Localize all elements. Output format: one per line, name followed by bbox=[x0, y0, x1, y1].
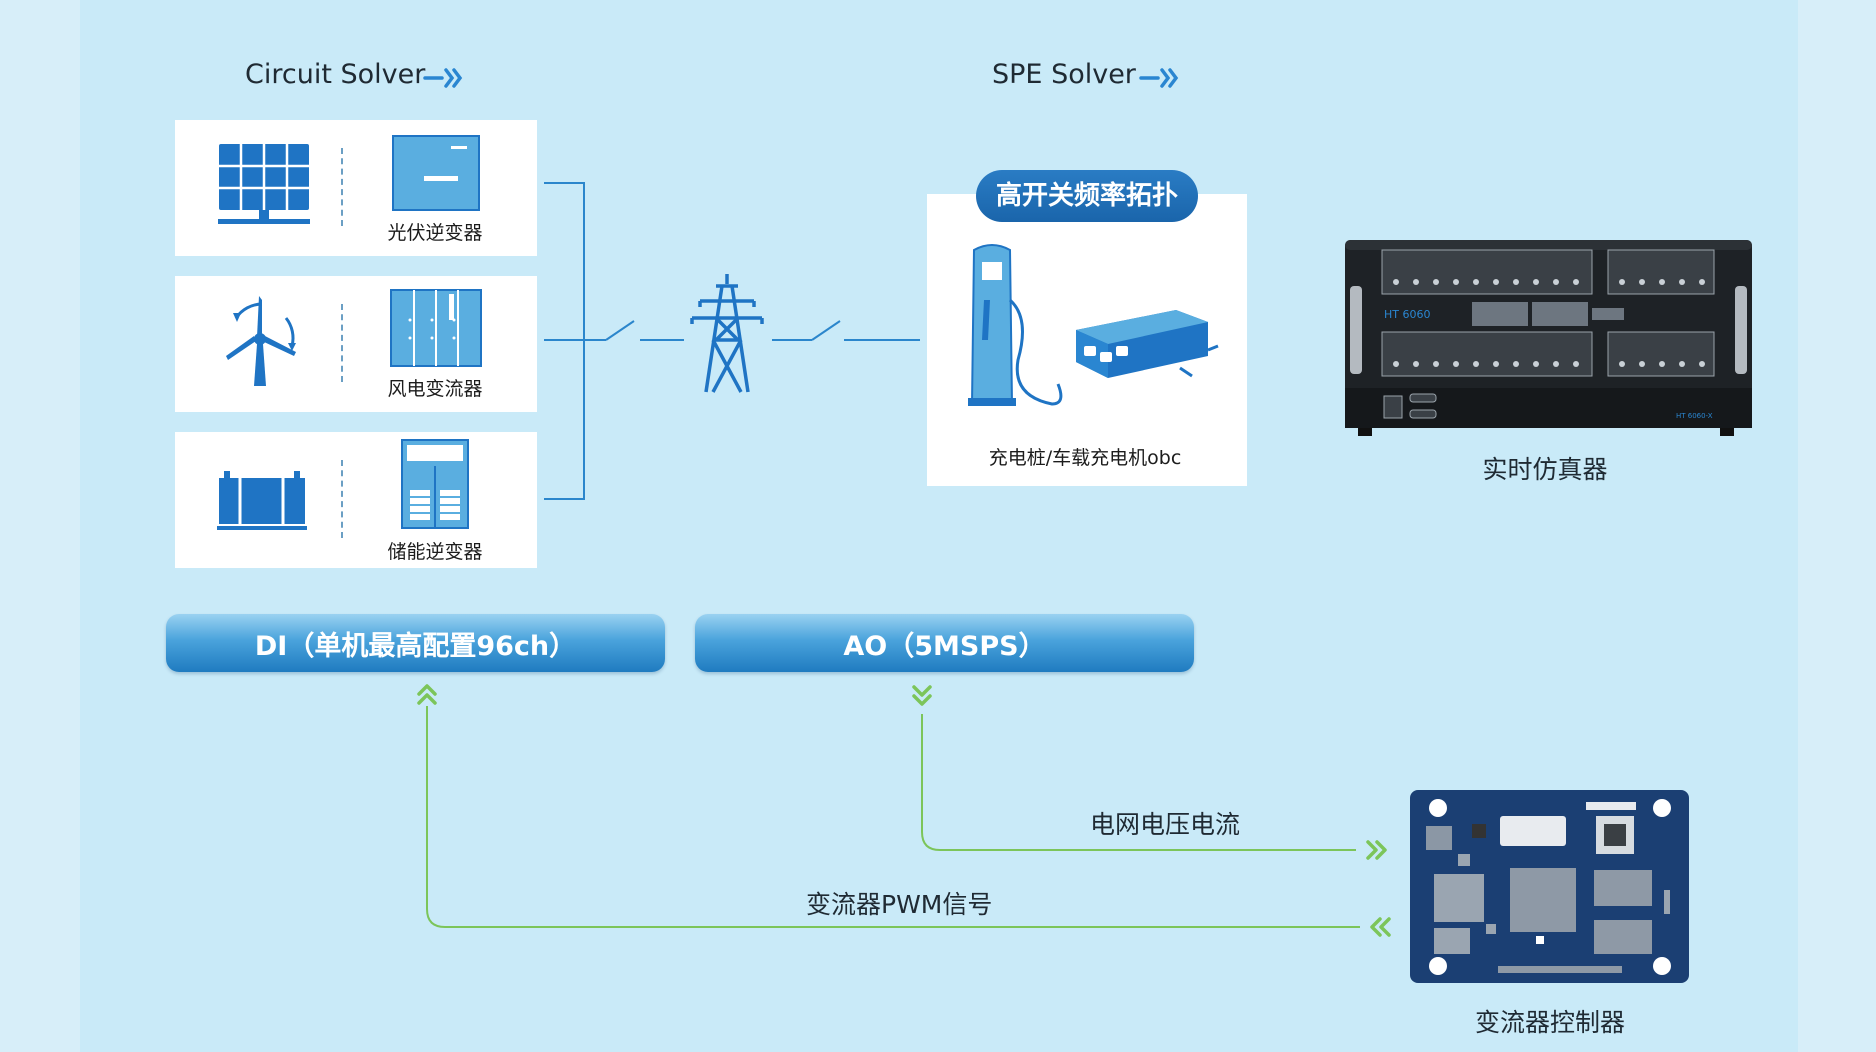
card-divider bbox=[341, 148, 343, 226]
charger-label: 充电桩/车载充电机obc bbox=[988, 447, 1182, 469]
ev-charger-icon bbox=[968, 244, 1063, 406]
obc-module-icon bbox=[1076, 310, 1219, 378]
grid-signal-label: 电网电压电流 bbox=[1090, 810, 1241, 839]
double-chevron-right-icon bbox=[1366, 840, 1387, 860]
converter-cabinet-icon bbox=[390, 289, 482, 367]
grid-signal-line bbox=[921, 714, 1356, 851]
di-interface-bar: DI（单机最高配置96ch） bbox=[166, 614, 665, 672]
card-divider bbox=[341, 304, 343, 382]
storage-cabinet-icon bbox=[401, 439, 469, 529]
inverter-cabinet-icon bbox=[392, 135, 480, 211]
ao-interface-bar: AO（5MSPS） bbox=[695, 614, 1194, 672]
pwm-signal-line bbox=[426, 706, 1360, 928]
card-divider bbox=[341, 460, 343, 538]
simulator-chassis: HT 6060 HT 6060-X bbox=[1345, 240, 1752, 436]
controller-label: 变流器控制器 bbox=[1474, 1008, 1626, 1037]
battery-rack-icon bbox=[217, 471, 307, 530]
pv-inverter-label: 光伏逆变器 bbox=[387, 222, 483, 244]
double-chevron-down-icon bbox=[912, 685, 932, 706]
pwm-signal-label: 变流器PWM信号 bbox=[806, 890, 993, 919]
simulator-model-text: HT 6060 bbox=[1384, 308, 1430, 321]
solar-panel-icon bbox=[218, 144, 310, 224]
double-chevron-left-icon bbox=[1370, 917, 1391, 937]
wind-converter-label: 风电变流器 bbox=[387, 378, 483, 400]
double-chevron-right-icon bbox=[1139, 68, 1179, 88]
spe-solver-title: SPE Solver bbox=[992, 59, 1136, 90]
double-chevron-right-icon bbox=[423, 68, 463, 88]
transmission-tower-icon bbox=[690, 274, 764, 393]
circuit-solver-title: Circuit Solver bbox=[245, 59, 426, 90]
simulator-model-small-text: HT 6060-X bbox=[1676, 412, 1713, 420]
bus-connector-lines bbox=[544, 182, 920, 500]
simulator-label: 实时仿真器 bbox=[1482, 455, 1608, 484]
wind-turbine-icon bbox=[226, 296, 296, 386]
high-switching-topology-badge: 高开关频率拓扑 bbox=[976, 170, 1198, 222]
controller-board bbox=[1410, 790, 1689, 983]
double-chevron-up-icon bbox=[417, 684, 437, 705]
storage-inverter-label: 储能逆变器 bbox=[387, 541, 483, 563]
